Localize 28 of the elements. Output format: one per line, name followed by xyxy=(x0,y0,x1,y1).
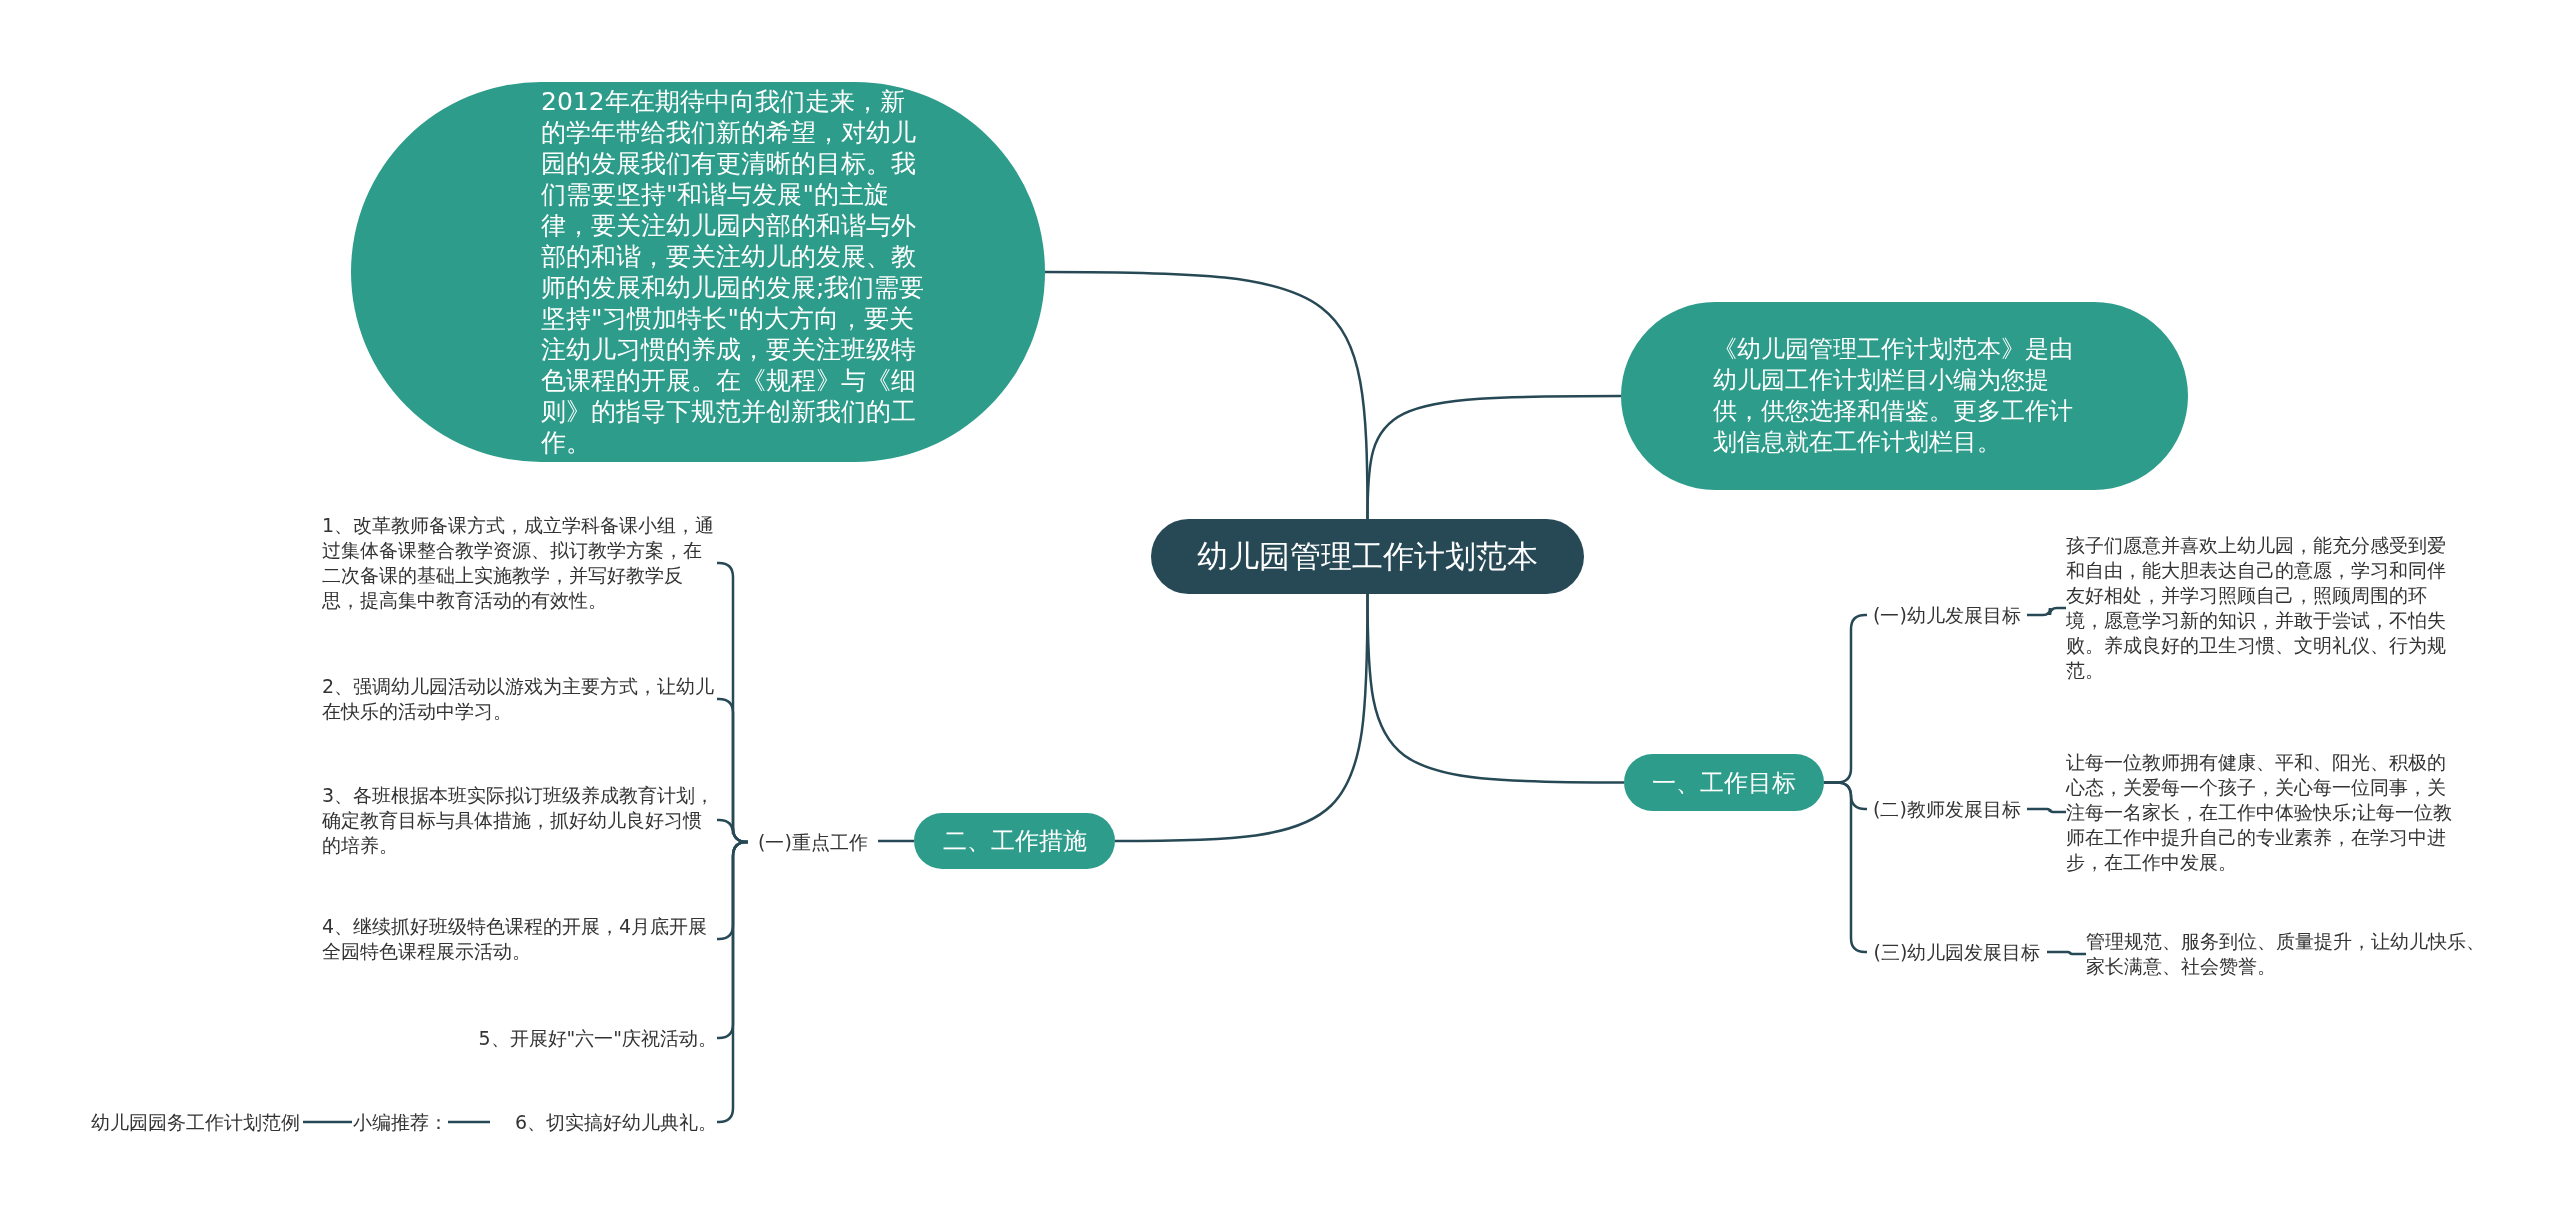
item-text: 5、开展好"六一"庆祝活动。 xyxy=(440,1024,717,1052)
branch-box: 一、工作目标 xyxy=(1624,754,1824,811)
branch-text: 小编推荐： xyxy=(352,1108,448,1136)
connector-line xyxy=(448,1120,490,1124)
item-text: 孩子们愿意并喜欢上幼儿园，能充分感受到爱和自由，能大胆表达自己的意愿，学习和同伴友好相处，并学习照顾自己，照顾周围的环境，愿意学习新的知识，并敢于尝试，不怕失败。养成良好的卫生习惯、文明礼仪、行为规范。 xyxy=(2066,530,2458,686)
topic-pill: 《幼儿园管理工作计划范本》是由幼儿园工作计划栏目小编为您提供，供您选择和借鉴。更多工作计划信息就在工作计划栏目。 xyxy=(1621,302,2188,490)
central-topic-box: 幼儿园管理工作计划范本 xyxy=(1151,519,1584,594)
item-text: 6、切实搞好幼儿典礼。 xyxy=(490,1108,717,1136)
branch-box: 二、工作措施 xyxy=(914,813,1115,869)
branch-text: (三)幼儿园发展目标 xyxy=(1867,938,2047,966)
item-text: 3、各班根据本班实际拟订班级养成教育计划，确定教育目标与具体措施，抓好幼儿良好习惯的培养。 xyxy=(322,780,717,860)
item-text: 4、继续抓好班级特色课程的开展，4月底开展全园特色课程展示活动。 xyxy=(322,912,717,966)
branch-text: (二)教师发展目标 xyxy=(1867,795,2027,823)
connector-line xyxy=(878,839,914,843)
connector-line xyxy=(2027,807,2066,814)
item-text: 2、强调幼儿园活动以游戏为主要方式，让幼儿在快乐的活动中学习。 xyxy=(322,672,717,726)
item-text: 让每一位教师拥有健康、平和、阳光、积极的心态，关爱每一个孩子，关心每一位同事，关注每一名家长，在工作中体验快乐;让每一位教师在工作中提升自己的专业素养，在学习中进步，在工作中发展。 xyxy=(2066,748,2458,876)
connector-line xyxy=(2047,950,2086,956)
link-text: 幼儿园园务工作计划范例 xyxy=(88,1108,303,1136)
connector-line xyxy=(1366,394,1621,519)
item-text: 管理规范、服务到位、质量提升，让幼儿快乐、家长满意、社会赞誉。 xyxy=(2086,927,2486,981)
connector-line xyxy=(303,1120,352,1124)
branch-text: (一)幼儿发展目标 xyxy=(1867,601,2027,629)
topic-pill: 2012年在期待中向我们走来，新的学年带给我们新的希望，对幼儿园的发展我们有更清晰的目标。我们需要坚持"和谐与发展"的主旋律，要关注幼儿园内部的和谐与外部的和谐，要关注幼儿的发展、教师的发展和幼儿园的发展;我们需要坚持"习惯加特长"的大方向，要关注幼儿习惯的养成，要关注班级特色课程的开展。在《规程》与《细则》的指导下规范并创新我们的工作。 xyxy=(351,82,1045,462)
branch-text: (一)重点工作 xyxy=(748,827,878,857)
connector-line xyxy=(1366,594,1624,784)
connector-line xyxy=(2027,606,2066,617)
item-text: 1、改革教师备课方式，成立学科备课小组，通过集体备课整合教学资源、拟订教学方案，在二次备课的基础上实施教学，并写好教学反思，提高集中教育活动的有效性。 xyxy=(322,512,717,614)
